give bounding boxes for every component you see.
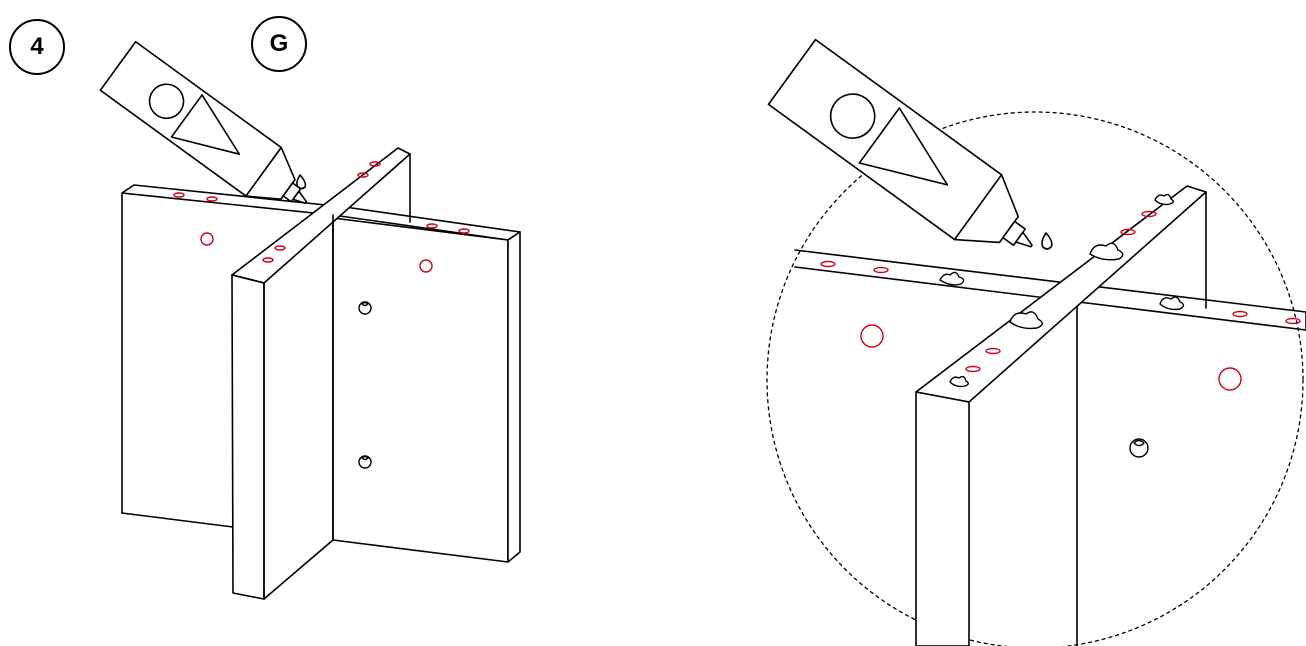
- glue-label-badge: G: [251, 16, 307, 72]
- cam-hole-icon: [359, 302, 371, 314]
- glue-letter: G: [269, 30, 289, 57]
- glue-drop-icon: [1042, 233, 1052, 249]
- glue-tube-icon: [768, 40, 1054, 279]
- dowel-hole-icon: [821, 262, 835, 267]
- glue-blobs-detail: [940, 195, 1184, 387]
- dowel-holes-overview: [174, 162, 469, 272]
- glue-blob-icon: [1090, 243, 1123, 260]
- glue-blob-icon: [950, 377, 968, 387]
- dowel-hole-icon: [207, 197, 217, 201]
- dowel-hole-icon: [275, 246, 285, 250]
- glue-blob-icon: [1155, 195, 1173, 205]
- dowel-holes-detail: [821, 212, 1300, 391]
- dowel-hole-icon: [263, 258, 273, 262]
- detail-view: [767, 40, 1306, 646]
- glue-tube-icon: [100, 42, 323, 227]
- dowel-hole-icon: [966, 367, 980, 372]
- dowel-hole-icon: [427, 224, 437, 228]
- dowel-hole-icon: [1219, 368, 1241, 390]
- dowel-hole-icon: [459, 229, 469, 233]
- dowel-hole-icon: [986, 349, 1000, 354]
- cam-holes-overview: [359, 302, 371, 468]
- dowel-hole-icon: [370, 162, 380, 166]
- step-number-badge: 4: [9, 19, 65, 75]
- zoom-circle: [767, 112, 1303, 646]
- overview-assembly: [100, 42, 520, 599]
- dowel-hole-icon: [1286, 319, 1300, 324]
- glue-blob-icon: [1160, 297, 1184, 309]
- dowel-hole-icon: [861, 325, 883, 347]
- glue-blob-icon: [1010, 312, 1042, 329]
- dowel-hole-icon: [874, 268, 888, 273]
- cam-hole-icon: [1130, 439, 1148, 457]
- glue-blob-icon: [940, 272, 964, 284]
- dowel-hole-icon: [1233, 312, 1247, 317]
- dowel-hole-icon: [1121, 230, 1135, 235]
- glue-drop-icon: [297, 175, 306, 189]
- dowel-hole-icon: [358, 173, 368, 177]
- dowel-hole-icon: [1142, 212, 1156, 217]
- cam-hole-icon: [359, 456, 371, 468]
- dowel-hole-icon: [201, 233, 213, 245]
- dowel-hole-icon: [420, 260, 432, 272]
- dowel-hole-icon: [174, 193, 184, 197]
- detail-front-panel: [916, 186, 1206, 646]
- cross-panel-right: [333, 207, 520, 562]
- step-number: 4: [30, 33, 44, 60]
